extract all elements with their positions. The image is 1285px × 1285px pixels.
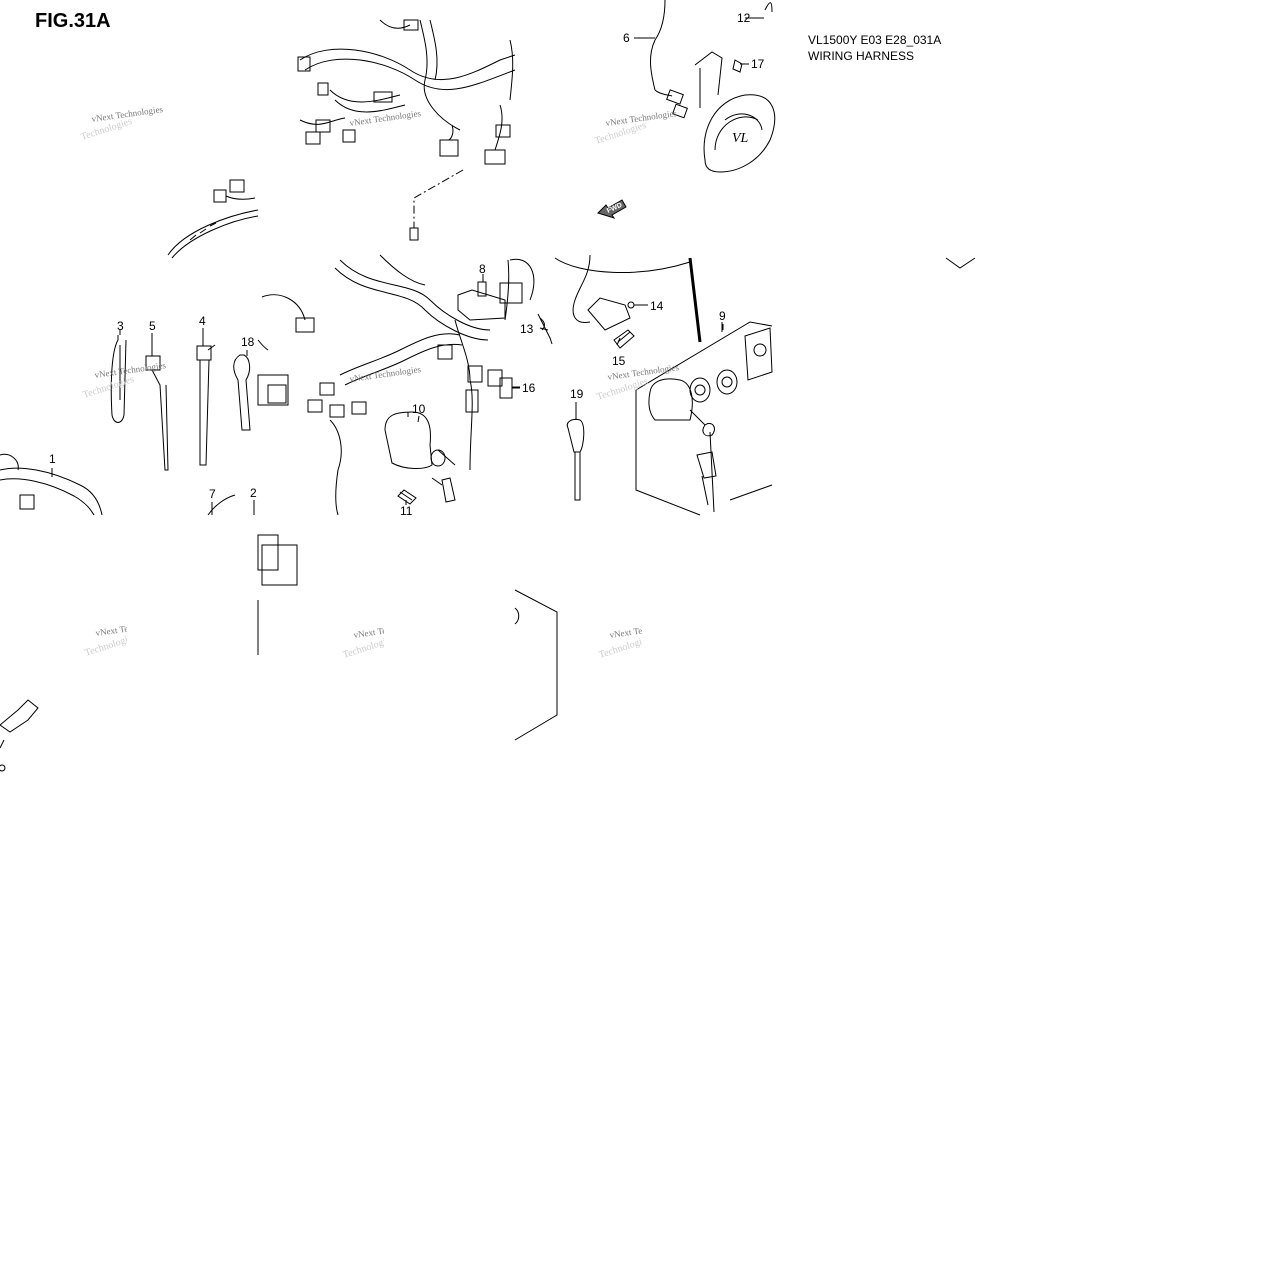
pushrod xyxy=(688,257,702,343)
clamp-3 xyxy=(110,335,127,423)
bracket-8 xyxy=(457,281,506,321)
watermark-text: vNext Technologies xyxy=(349,108,422,128)
callout-14: 14 xyxy=(650,299,664,313)
screw-11 xyxy=(397,489,417,505)
clamp-18 xyxy=(233,354,251,431)
callout-3: 3 xyxy=(117,319,124,333)
ignition-switch-10 xyxy=(384,411,456,503)
callout-17: 17 xyxy=(751,57,765,71)
callout-5: 5 xyxy=(149,319,156,333)
key-19 xyxy=(566,402,585,501)
screw-15 xyxy=(613,329,635,349)
callout-labels: 1 2 3 4 5 6 7 8 9 10 11 12 13 14 15 16 1… xyxy=(49,11,765,518)
callout-15: 15 xyxy=(612,354,626,368)
callout-19: 19 xyxy=(570,387,584,401)
watermark-text: vNext Technologies xyxy=(609,620,682,640)
watermarks-clipped: vNext Technologies Technologies vNext Te… xyxy=(84,618,682,661)
harness-1 xyxy=(0,453,103,516)
lock-set-9 xyxy=(635,321,773,516)
callout-7: 7 xyxy=(209,487,216,501)
callout-18: 18 xyxy=(241,335,255,349)
watermark-text: vNext Technologies xyxy=(353,620,426,640)
svg-text:VL: VL xyxy=(732,131,749,146)
sensor-14-group xyxy=(554,254,691,331)
watermark-text: vNext Technologies xyxy=(95,618,168,638)
harness-2 xyxy=(253,500,298,655)
forward-arrow-icon xyxy=(597,199,627,219)
callout-6: 6 xyxy=(623,31,630,45)
callout-8: 8 xyxy=(479,262,486,276)
section-name: WIRING HARNESS xyxy=(808,49,915,61)
connector-left-lower xyxy=(0,699,39,772)
clamp-5 xyxy=(145,355,169,471)
model-code: VL1500Y E03 E28_031A xyxy=(808,33,942,47)
callout-11: 11 xyxy=(400,504,413,518)
figure-title: FIG.31A xyxy=(35,10,111,32)
callout-1: 1 xyxy=(49,452,56,466)
callout-4: 4 xyxy=(199,314,206,328)
sub-harness-left xyxy=(167,179,259,259)
callout-2: 2 xyxy=(250,486,257,500)
callout-9: 9 xyxy=(719,309,726,323)
callout-10: 10 xyxy=(412,402,426,416)
main-harness-upper xyxy=(297,19,516,165)
bracket-7 xyxy=(207,494,236,516)
lock-cover-group: VL xyxy=(634,0,776,173)
main-harness-middle xyxy=(257,254,510,516)
callout-16: 16 xyxy=(522,381,536,395)
callout-12: 12 xyxy=(737,11,751,25)
sensor-top xyxy=(499,258,535,304)
clamp-4 xyxy=(196,344,216,466)
callout-13: 13 xyxy=(520,322,534,336)
watermark-text: vNext Technologies xyxy=(349,364,422,384)
